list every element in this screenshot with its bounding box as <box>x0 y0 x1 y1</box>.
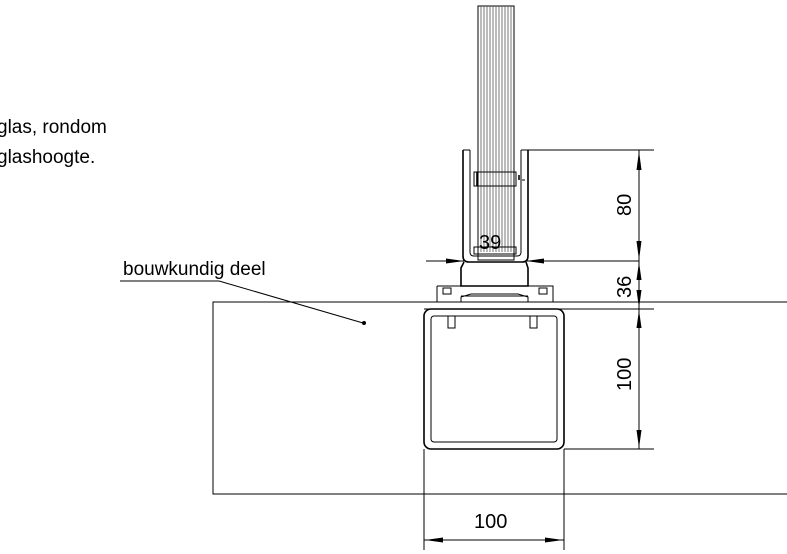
vertical-dim-chain <box>528 149 654 450</box>
dim-100-vertical-label: 100 <box>614 358 636 391</box>
dim-39-label: 39 <box>479 232 501 254</box>
dim-36-label: 36 <box>614 276 636 298</box>
building-part-leader-dot <box>362 321 366 325</box>
note-glass-line-1: glas, rondom <box>0 117 107 138</box>
dim-100-horizontal-label: 100 <box>474 511 507 533</box>
base-adapter <box>436 261 554 303</box>
note-glass-line-2: glashoogte. <box>0 147 95 168</box>
building-part-leader <box>218 280 364 324</box>
square-tube <box>423 308 565 450</box>
building-part-outline <box>212 301 787 495</box>
dim-39 <box>426 258 639 264</box>
dim-80-label: 80 <box>614 194 636 216</box>
building-part-label: bouwkundig deel <box>123 259 266 280</box>
glass-panel <box>477 5 515 261</box>
dim-100-horizontal <box>423 449 565 550</box>
u-profile <box>462 149 529 263</box>
